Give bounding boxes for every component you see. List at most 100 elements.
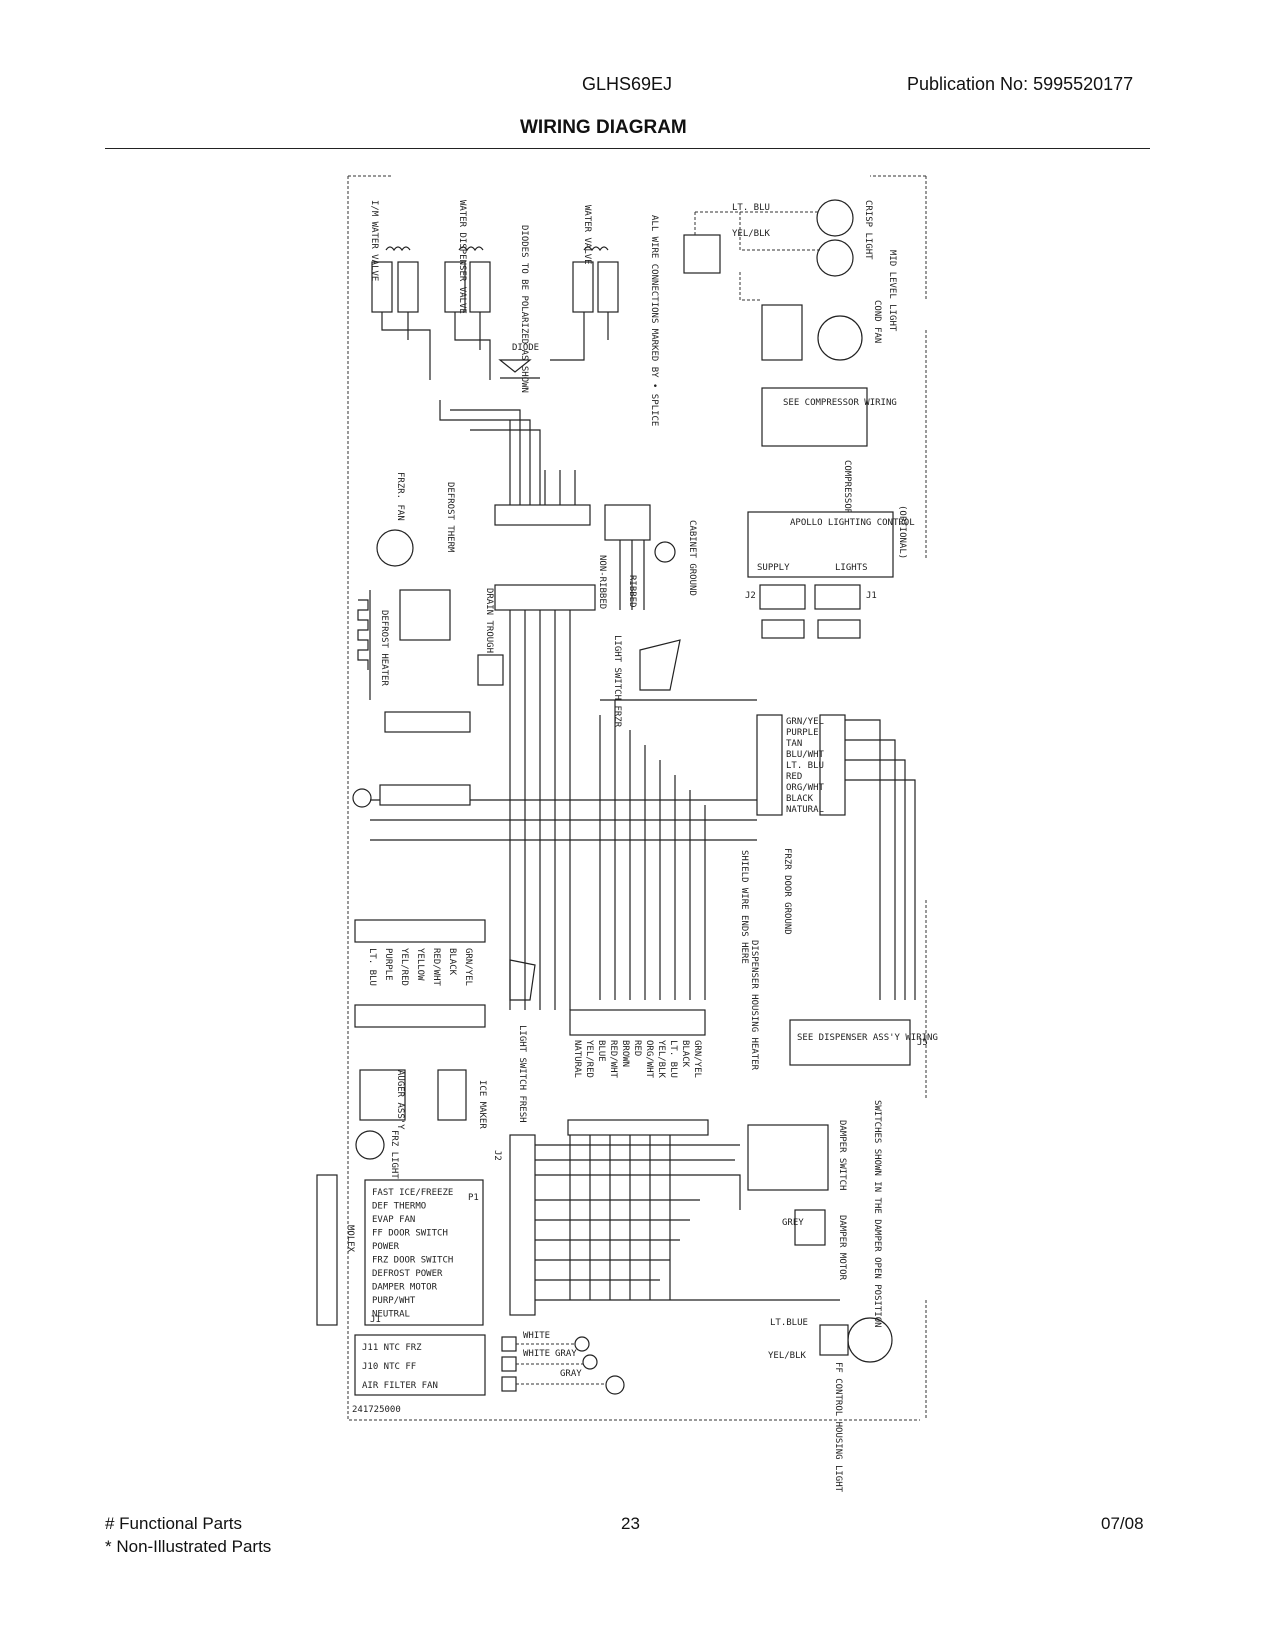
ntc-box bbox=[354, 1334, 486, 1396]
ntc_rows-2: AIR FILTER FAN bbox=[362, 1381, 438, 1391]
defrost-heater-label: DEFROST HEATER bbox=[379, 610, 389, 686]
wire_colors_center-2: TAN bbox=[786, 739, 802, 749]
ff-light-symbol bbox=[847, 1317, 893, 1363]
white-wire-label: WHITE bbox=[523, 1331, 550, 1341]
damper-switch-label: DAMPER SWITCH bbox=[837, 1120, 847, 1190]
light-switch-fresh-label: LIGHT SWITCH FRESH bbox=[517, 1025, 527, 1123]
wire_colors_harness-3: YEL/BLK bbox=[656, 1040, 666, 1079]
wire_colors_left-4: RED/WHT bbox=[431, 948, 441, 987]
wire_colors_harness-7: RED/WHT bbox=[608, 1040, 618, 1079]
wire_colors_left-6: GRN/YEL bbox=[463, 948, 473, 986]
wire_colors_center-6: ORG/WHT bbox=[786, 783, 825, 793]
defrost-therm-label: DEFROST THERM bbox=[445, 482, 455, 553]
cond-fan-label: COND FAN bbox=[872, 300, 882, 343]
wire_colors_harness-10: NATURAL bbox=[572, 1040, 582, 1078]
light-switch-frzr-label: LIGHT SWITCH FRZR bbox=[612, 635, 622, 728]
j5-label: J5 bbox=[917, 1038, 928, 1048]
damper-motor-label: DAMPER MOTOR bbox=[837, 1215, 847, 1281]
non-ribbed-label: NON-RIBBED bbox=[597, 555, 607, 609]
wire_colors_center-8: NATURAL bbox=[786, 805, 824, 815]
auger-assy-box bbox=[359, 1069, 406, 1121]
lights-label: LIGHTS bbox=[835, 563, 868, 573]
center-connector-right bbox=[819, 714, 846, 816]
wire_colors_harness-8: BLUE bbox=[596, 1040, 606, 1062]
diodes-note: DIODES TO BE POLARIZED AS SHOWN bbox=[519, 225, 529, 393]
board_inputs-2: EVAP FAN bbox=[372, 1215, 415, 1225]
diode-label: DIODE bbox=[512, 343, 539, 353]
publication-number: Publication No: 5995520177 bbox=[907, 74, 1134, 94]
j2-board-label: J2 bbox=[492, 1150, 502, 1161]
gray-wire-label: GRAY bbox=[555, 1349, 577, 1359]
fresh-harness-connector bbox=[569, 1009, 706, 1036]
frzr-door-ground-label: FRZR DOOR GROUND bbox=[782, 848, 792, 935]
wire_colors_center-7: BLACK bbox=[786, 794, 814, 804]
auger-assy-label: AUGER ASS'Y bbox=[395, 1070, 405, 1130]
wire_colors_harness-2: LT. BLU bbox=[668, 1040, 678, 1078]
center-connector-left bbox=[756, 714, 783, 816]
shield-wire-label: SHIELD WIRE ENDS HERE bbox=[739, 850, 749, 964]
header-rule bbox=[105, 148, 1150, 149]
molex-connector bbox=[316, 1174, 338, 1326]
board_inputs-1: DEF THERMO bbox=[372, 1202, 426, 1212]
see-dispenser-label: SEE DISPENSER ASS'Y WIRING bbox=[797, 1033, 938, 1043]
light-switch-fresh-symbol bbox=[509, 959, 536, 1001]
board_inputs-7: DAMPER MOTOR bbox=[372, 1283, 438, 1293]
wire_colors_harness-9: YEL/RED bbox=[584, 1040, 594, 1078]
optional-label: (OPTIONAL) bbox=[897, 505, 907, 559]
page-title: WIRING DIAGRAM bbox=[520, 117, 687, 138]
mid-level-light-label: MID LEVEL LIGHT bbox=[887, 250, 897, 332]
center-wiring bbox=[352, 699, 916, 1000]
top-yel-blk: YEL/BLK bbox=[732, 229, 771, 239]
wire_colors_left-0: LT. BLU bbox=[367, 948, 377, 986]
ntc-rows: J11 NTC FRZ J10 NTC FF AIR FILTER FAN bbox=[362, 1343, 438, 1391]
diode-symbol bbox=[498, 359, 540, 379]
white-wire-label-2: WHITE bbox=[523, 1349, 550, 1359]
ntc_rows-0: J11 NTC FRZ bbox=[362, 1343, 422, 1353]
compressor-ground-label: COMPRESSOR GROUND bbox=[842, 460, 852, 552]
water-valves bbox=[371, 246, 619, 380]
board-wiring bbox=[535, 1119, 840, 1301]
water-valve-label: WATER VALVE bbox=[582, 205, 592, 265]
supply-label: SUPPLY bbox=[757, 563, 790, 573]
gray-wire-label-2: GRAY bbox=[560, 1369, 582, 1379]
ntc-wiring bbox=[501, 1336, 625, 1395]
ntc_rows-1: J10 NTC FF bbox=[362, 1362, 416, 1372]
wire_colors_harness-4: ORG/WHT bbox=[644, 1040, 654, 1079]
wire_colors_harness-1: BLACK bbox=[680, 1040, 690, 1068]
molex-label: MOLEX bbox=[345, 1225, 355, 1253]
wire_colors_center-3: BLU/WHT bbox=[786, 750, 825, 760]
board_inputs-9: NEUTRAL bbox=[372, 1310, 410, 1320]
wire_colors_center-1: PURPLE bbox=[786, 728, 819, 738]
wire_colors_harness-5: RED bbox=[632, 1040, 642, 1056]
drain-trough-label: DRAIN TROUGH bbox=[484, 588, 494, 653]
apollo-box bbox=[747, 511, 894, 578]
ribbed-label: RIBBED bbox=[627, 575, 637, 608]
page-number: 23 bbox=[621, 1514, 640, 1533]
frz-light-symbol bbox=[355, 1130, 385, 1160]
j1-label: J1 bbox=[866, 591, 877, 601]
see-compressor-label: SEE COMPRESSOR WIRING bbox=[783, 398, 897, 408]
part-number-label: 241725000 bbox=[352, 1405, 401, 1415]
board_inputs-0: FAST ICE/FREEZE bbox=[372, 1188, 453, 1198]
im-water-valve-label: I/M WATER VALVE bbox=[369, 200, 379, 281]
j1-board-label: J1 bbox=[370, 1315, 381, 1325]
wire_colors_harness-6: BROWN bbox=[620, 1040, 630, 1067]
ice-maker-label: ICE MAKER bbox=[477, 1080, 487, 1129]
cabinet-ground-label: CABINET GROUND bbox=[687, 520, 697, 596]
light-switch-frzr-symbol bbox=[639, 639, 681, 691]
wire_colors_center-5: RED bbox=[786, 772, 802, 782]
dispenser-valve-label: WATER DISPENSER VALVE bbox=[457, 200, 467, 314]
splice-note: ALL WIRE CONNECTIONS MARKED BY • SPLICE bbox=[649, 215, 659, 426]
wire_colors_left-1: PURPLE bbox=[383, 948, 393, 981]
main-harness bbox=[439, 400, 676, 1010]
p1-label: P1 bbox=[468, 1193, 479, 1203]
wire_colors_left-2: YEL/RED bbox=[399, 948, 409, 986]
board_inputs-6: DEFROST POWER bbox=[372, 1269, 443, 1279]
dispenser-assy-box bbox=[789, 1019, 911, 1066]
grey-label: GREY bbox=[782, 1218, 804, 1228]
icemaker-connector bbox=[354, 1004, 486, 1028]
